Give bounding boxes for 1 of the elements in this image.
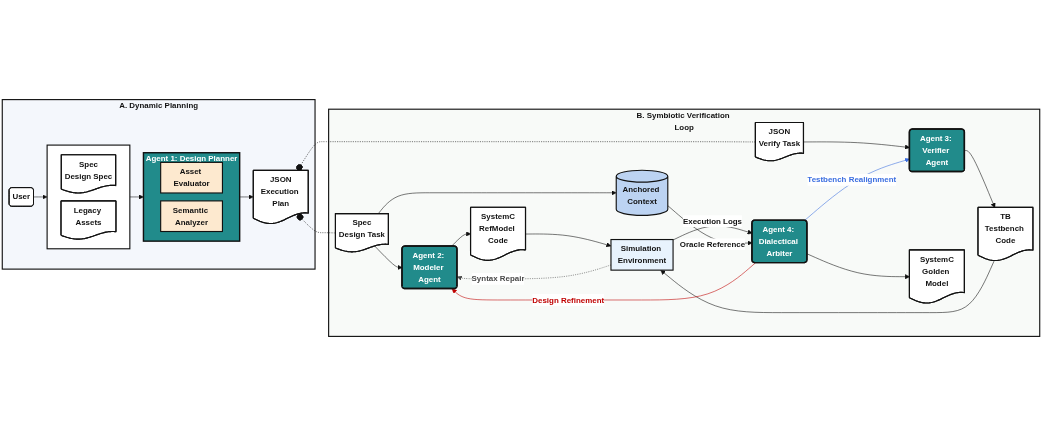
cluster xyxy=(46,144,131,250)
